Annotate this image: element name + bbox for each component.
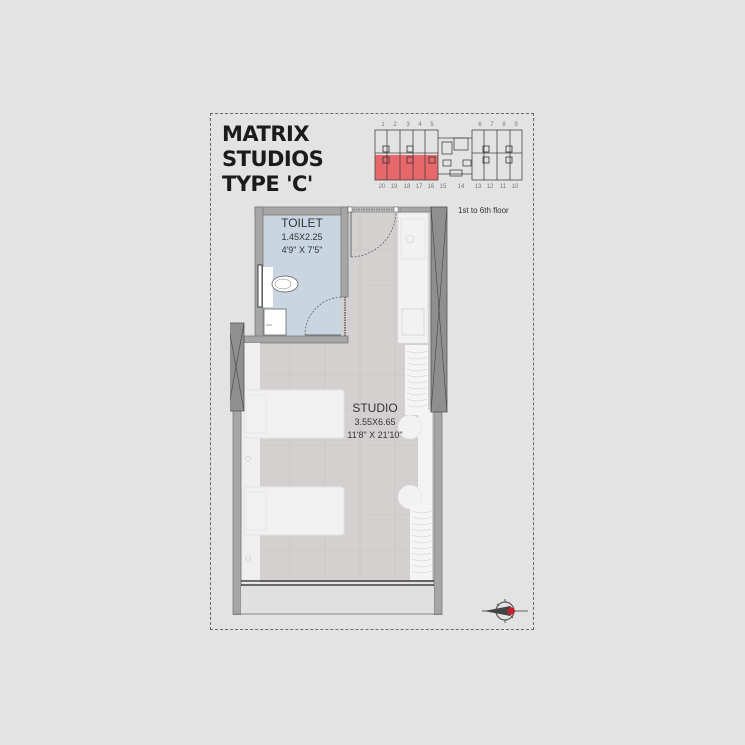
toilet-name: TOILET (281, 216, 323, 230)
svg-text:7: 7 (490, 122, 494, 128)
title-line-2: STUDIOS (222, 147, 324, 171)
studio-label: STUDIO 3.55X6.65 11'8" X 21'10" (330, 400, 420, 442)
svg-text:6: 6 (478, 122, 482, 128)
toilet-metric: 1.45X2.25 (281, 232, 323, 242)
toilet-imperial: 4'9" X 7'5" (281, 245, 323, 255)
svg-text:16: 16 (428, 184, 435, 190)
plan-frame (210, 113, 534, 630)
studio-imperial: 11'8" X 21'10" (347, 430, 403, 440)
title-line-1: MATRIX (222, 122, 310, 146)
compass-north-icon (480, 596, 530, 626)
svg-text:10: 10 (512, 184, 519, 190)
svg-text:18: 18 (404, 184, 411, 190)
toilet-label: TOILET 1.45X2.25 4'9" X 7'5" (262, 215, 342, 257)
svg-text:3: 3 (406, 122, 410, 128)
studio-metric: 3.55X6.65 (354, 417, 396, 427)
studio-name: STUDIO (352, 401, 398, 415)
svg-text:13: 13 (475, 184, 482, 190)
svg-text:12: 12 (487, 184, 494, 190)
unit-number-1: 1 (381, 122, 385, 128)
floor-plan (227, 205, 450, 616)
svg-text:9: 9 (514, 122, 518, 128)
title-line-3: TYPE 'C' (222, 172, 313, 196)
svg-text:5: 5 (430, 122, 434, 128)
svg-text:19: 19 (391, 184, 398, 190)
plan-title: MATRIX STUDIOS TYPE 'C' (222, 122, 324, 197)
svg-text:2: 2 (393, 122, 397, 128)
svg-text:11: 11 (500, 184, 507, 190)
svg-text:20: 20 (379, 184, 386, 190)
svg-text:8: 8 (502, 122, 506, 128)
svg-text:4: 4 (418, 122, 422, 128)
svg-text:15: 15 (440, 184, 447, 190)
svg-text:14: 14 (458, 184, 465, 190)
floor-note: 1st to 6th floor (458, 206, 509, 215)
key-plan: 1 2 3 4 5 6 7 8 9 20 19 18 17 16 15 14 1… (370, 118, 525, 193)
svg-text:17: 17 (416, 184, 423, 190)
